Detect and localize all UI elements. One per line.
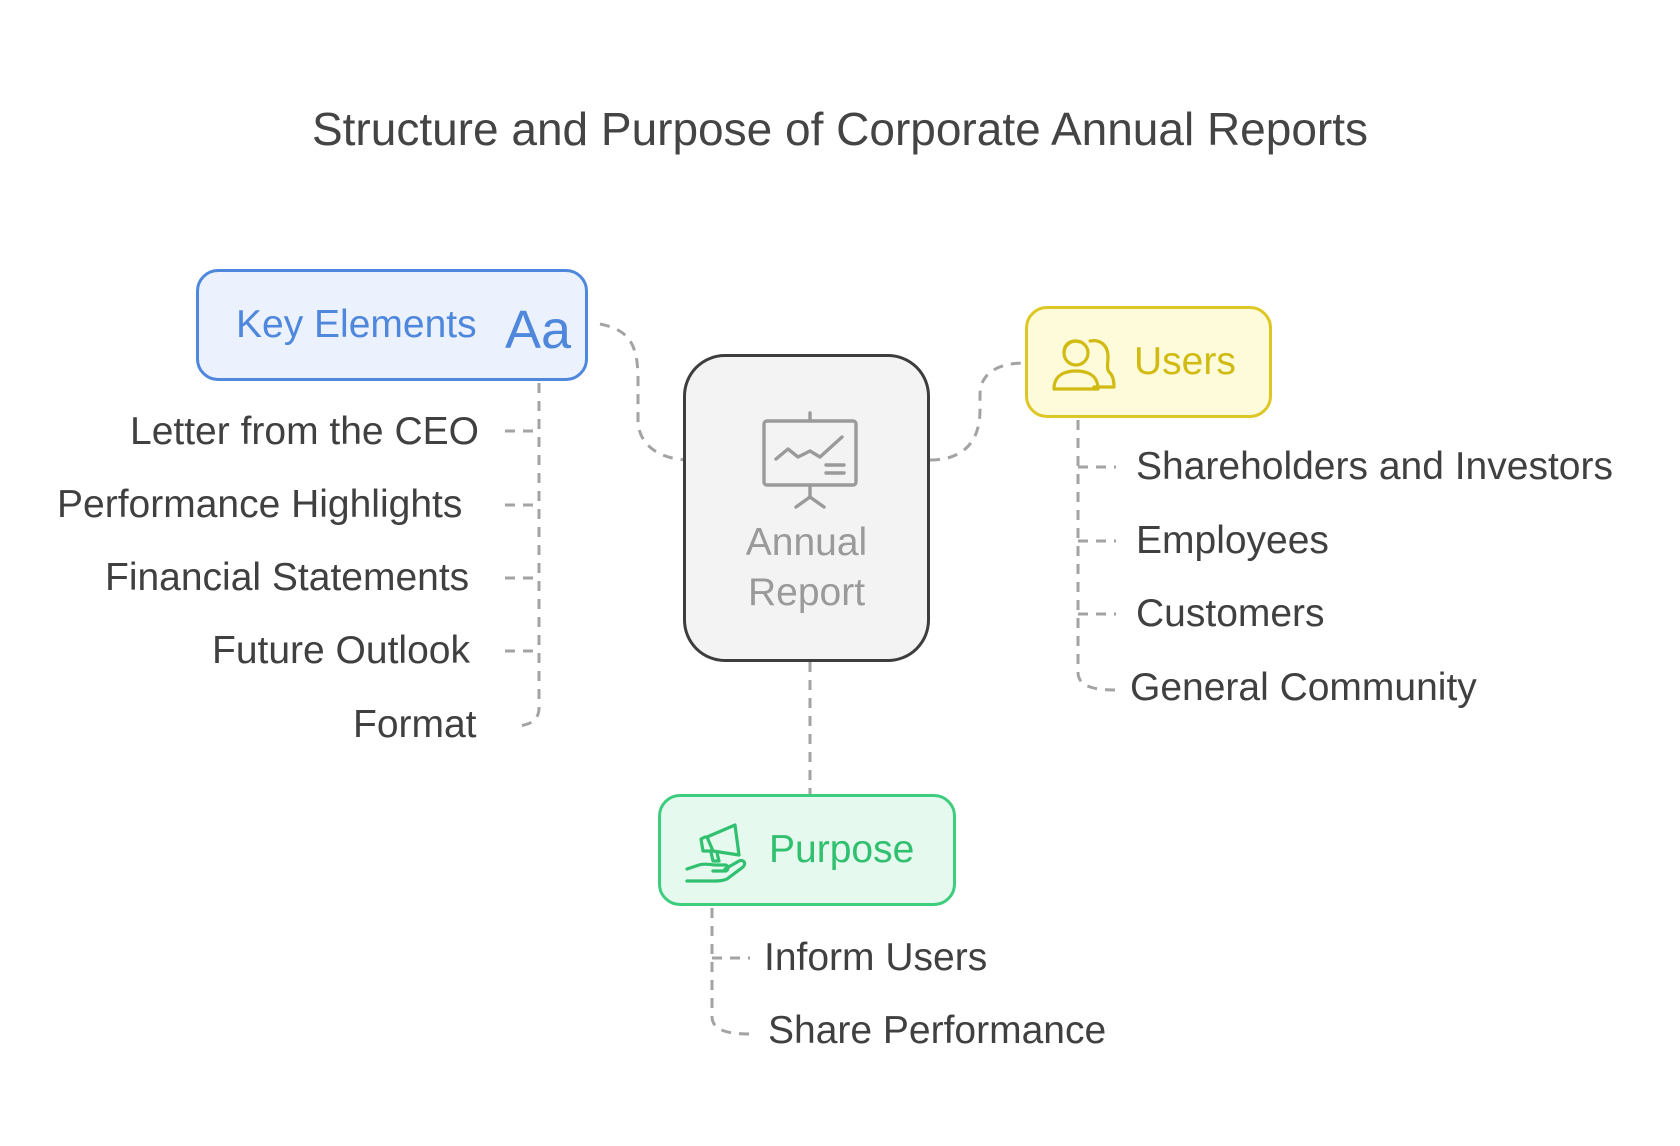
purpose-item: Share Performance <box>768 1009 1107 1052</box>
user-item: Customers <box>1136 592 1325 635</box>
users-node[interactable]: Users <box>1025 306 1272 418</box>
key-elements-trunk <box>513 383 541 728</box>
user-item: Shareholders and Investors <box>1136 445 1613 488</box>
user-item: General Community <box>1130 666 1477 709</box>
key-element-item: Letter from the CEO <box>130 410 479 453</box>
purpose-trunk <box>710 908 751 1036</box>
purpose-node[interactable]: Purpose <box>658 794 956 906</box>
annual-report-node[interactable]: Annual Report <box>683 354 930 662</box>
connector-center-to-users <box>929 361 1026 462</box>
connector-key-to-center <box>599 322 691 462</box>
user-item: Employees <box>1136 519 1329 562</box>
users-trunk <box>1076 420 1117 692</box>
typography-icon: Aa <box>505 300 572 358</box>
diagram-title: Structure and Purpose of Corporate Annua… <box>311 103 1369 155</box>
megaphone-hand-icon <box>685 823 747 883</box>
users-label: Users <box>1134 340 1236 383</box>
key-element-item: Financial Statements <box>105 556 470 599</box>
svg-text:Aa: Aa <box>505 300 572 358</box>
key-element-item: Format <box>353 703 477 746</box>
users-icon <box>1052 339 1116 391</box>
key-elements-label: Key Elements <box>236 303 477 346</box>
key-element-item: Future Outlook <box>212 629 470 672</box>
purpose-item: Inform Users <box>764 936 988 979</box>
annual-report-label: Annual Report <box>745 521 868 614</box>
purpose-label: Purpose <box>769 828 915 871</box>
presentation-chart-icon <box>762 411 858 509</box>
key-elements-node[interactable]: Key Elements Aa <box>196 269 588 381</box>
key-element-item: Performance Highlights <box>57 483 463 526</box>
